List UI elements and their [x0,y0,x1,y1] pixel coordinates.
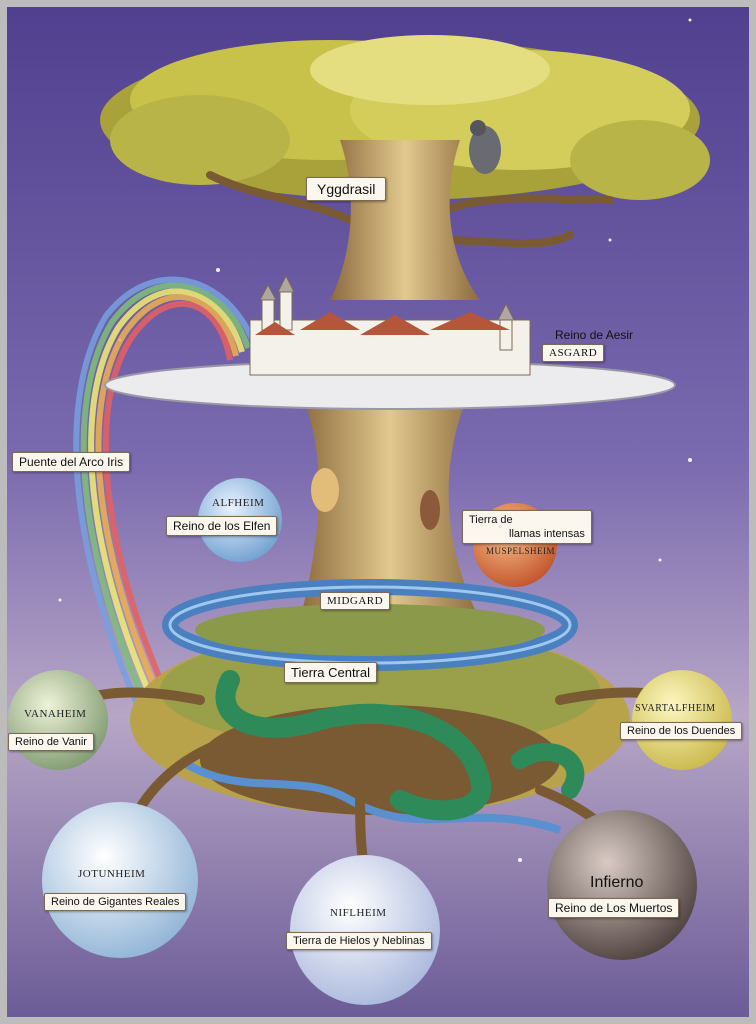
asgard-subtitle: Reino de Aesir [555,328,634,342]
muspelsheim-word-1: Tierra de [469,514,513,526]
infierno-orb [547,810,697,960]
midgard-word-1: Tierra [291,665,325,680]
muspelsheim-name: MUSPELSHEIM [486,546,556,556]
svartalfheim-word-1: Reino de [627,725,672,737]
infierno-name: Infierno [590,874,644,891]
svartalfheim-orb [632,670,732,770]
jotunheim-name: JOTUNHEIM [78,868,146,880]
infierno-label: Reino de Los Muertos [548,898,680,918]
niflheim-name: NIFLHEIM [330,907,387,919]
midgard-subtitle: Tierra Central [284,662,378,683]
alfheim-name: ALFHEIM [212,497,265,509]
jotunheim-label: Reino de Gigantes Reales [44,893,187,911]
vanaheim-name: VANAHEIM [24,708,87,720]
vanaheim-label: Reino de Vanir [8,733,94,751]
rainbow-bridge-label: Puente del Arco Iris [12,452,131,472]
niflheim-label: Tierra de Hielos y Neblinas [286,932,432,950]
svartalfheim-label: Reino de los Duendes [620,722,743,740]
yggdrasil-label: Yggdrasil [306,177,387,201]
svartalfheim-name: SVARTALFHEIM [635,703,716,714]
vanaheim-word-2: de Vanir [46,736,87,748]
alfheim-label: Reino de los Elfen [166,516,278,536]
rainbow-word-2: del Arco Iris [60,455,124,469]
midgard-label: MIDGARD [320,592,391,610]
muspelsheim-word-2: llamas intensas [509,528,585,540]
midgard-word-2: Central [328,665,371,680]
svartalfheim-word-2: los Duendes [674,725,736,737]
rainbow-word-1: Puente [19,455,58,469]
vanaheim-orb [8,670,108,770]
alfheim-word-3: Elfen [243,519,271,533]
asgard-label: ASGARD [542,344,605,362]
alfheim-word-1: Reino [173,519,205,533]
alfheim-word-2: de los [207,519,240,533]
muspelsheim-label: Tierra de llamas intensas [462,510,592,544]
vanaheim-word-1: Reino [15,736,44,748]
jotunheim-orb [42,802,198,958]
niflheim-orb [290,855,440,1005]
